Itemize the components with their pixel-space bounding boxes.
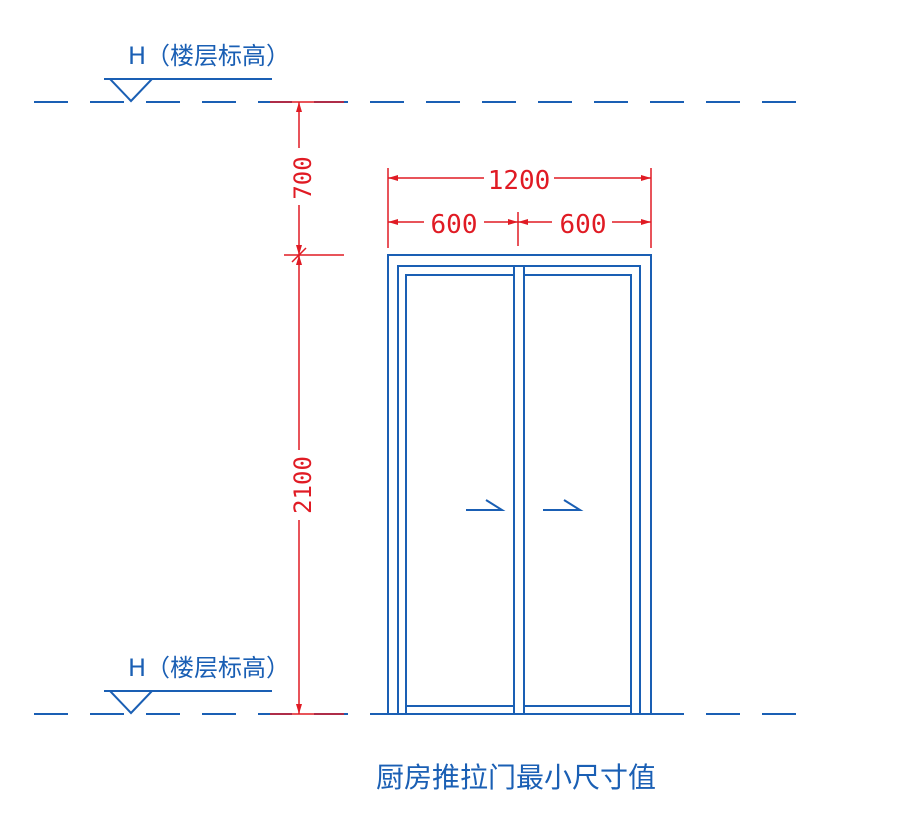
dim-width-total: 1200 <box>488 166 551 196</box>
elevation-label-bottom: H（楼层标高） <box>128 654 290 682</box>
sliding-door <box>387 254 652 715</box>
door-outer-frame <box>387 254 652 715</box>
elevation-label-top: H（楼层标高） <box>128 42 290 70</box>
door-inner-frame <box>397 265 641 715</box>
door-leaf-left <box>405 274 515 707</box>
slide-direction-left <box>466 499 506 511</box>
elevation-marker-bottom: H（楼层标高） <box>104 654 290 715</box>
elevation-marker-top: H（楼层标高） <box>104 42 290 103</box>
drawing-caption: 厨房推拉门最小尺寸值 <box>376 761 656 794</box>
vertical-dimension: 700 2100 <box>270 101 344 715</box>
dim-width-right: 600 <box>560 210 607 240</box>
dim-vertical-upper: 700 <box>289 156 317 199</box>
door-leaf-right <box>523 274 632 707</box>
dim-width-left: 600 <box>431 210 478 240</box>
horizontal-dimension: 1200 600 600 <box>387 166 652 248</box>
dim-vertical-lower: 2100 <box>289 456 317 514</box>
slide-direction-right <box>543 499 584 511</box>
